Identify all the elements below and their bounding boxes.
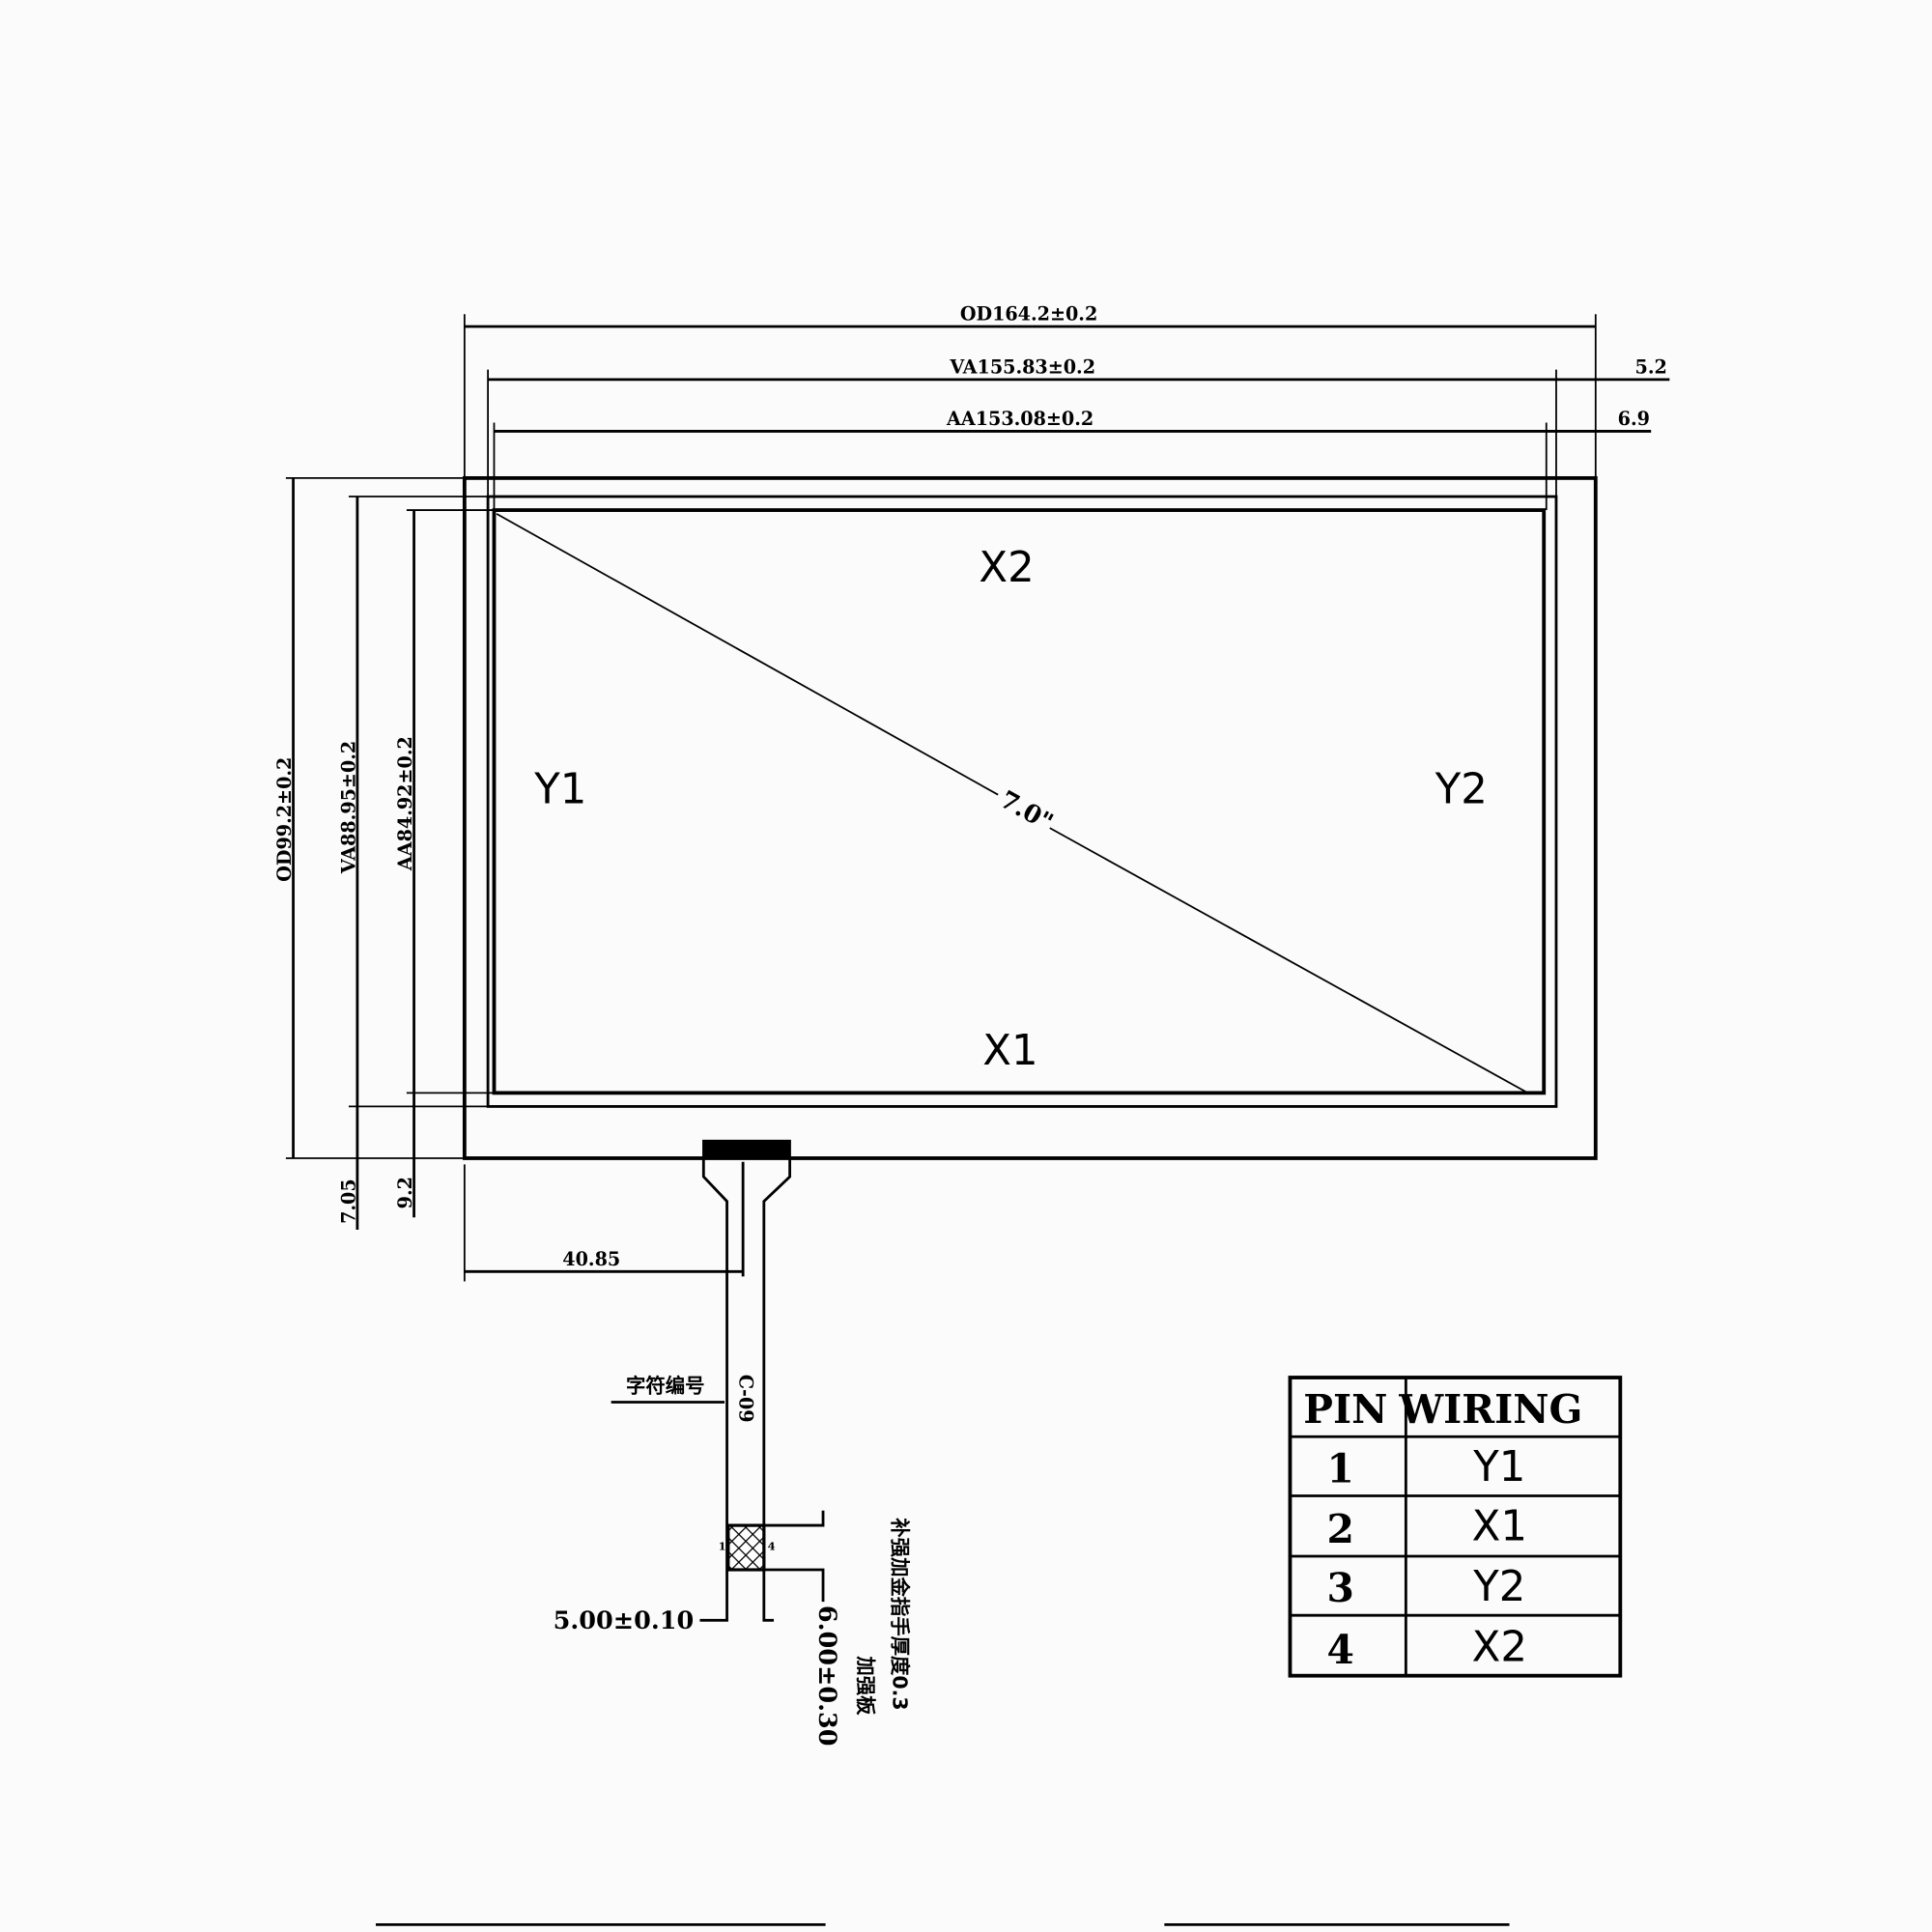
pin-wiring-table: PIN WIRING 1 Y1 2 X1 3 Y2 4 X2 (1288, 1376, 1623, 1678)
viewing-area-rect (486, 495, 1558, 1108)
finger-length-label: 6.00±0.30 (812, 1605, 841, 1747)
pin4-mark: 4 (768, 1540, 776, 1553)
stiffener-note: 补强加金指手厚度0.3 (889, 1517, 912, 1710)
y1-electrode-label: Y1 (533, 766, 586, 814)
bottom-aa-offset-label: 9.2 (394, 1177, 416, 1208)
top-dimensions: OD164.2±0.2 VA155.83±0.2 AA153.08±0.2 5.… (463, 303, 1670, 511)
gold-finger-hatch (726, 1523, 766, 1572)
table-row: 3 Y2 (1327, 1563, 1526, 1611)
va-width-label: VA155.83±0.2 (949, 355, 1095, 378)
bottom-va-offset-label: 7.05 (337, 1179, 359, 1224)
svg-text:X1: X1 (1472, 1502, 1527, 1550)
od-width-label: OD164.2±0.2 (960, 303, 1097, 326)
diagonal-line (496, 513, 999, 796)
stiffener-label: 加强板 (854, 1655, 877, 1716)
header-pin: PIN (1303, 1386, 1387, 1433)
svg-text:Y1: Y1 (1472, 1443, 1525, 1492)
svg-text:X2: X2 (1472, 1623, 1527, 1671)
left-dimensions: OD99.2±0.2 VA88.95±0.2 AA84.92±0.2 7.05 … (273, 477, 495, 1230)
tail-position-label: 40.85 (562, 1248, 620, 1270)
outer-dimension-rect (462, 475, 1598, 1160)
active-area-rect (492, 508, 1547, 1095)
tail-width-label: 5.00±0.10 (554, 1606, 695, 1635)
pin1-mark: 1 (719, 1540, 726, 1553)
fpc-connector (702, 1139, 791, 1157)
svg-text:2: 2 (1327, 1506, 1354, 1552)
char-code-label: 字符编号 (626, 1374, 705, 1397)
header-wiring: WIRING (1398, 1386, 1582, 1433)
diagonal-size-label: 7.0" (995, 785, 1058, 838)
diagonal-line (1049, 827, 1529, 1094)
y2-electrode-label: Y2 (1435, 766, 1488, 814)
aa-height-label: AA84.92±0.2 (394, 736, 416, 871)
svg-text:Y2: Y2 (1472, 1563, 1525, 1611)
aa-width-label: AA153.08±0.2 (946, 408, 1094, 430)
svg-text:1: 1 (1327, 1445, 1354, 1492)
svg-text:4: 4 (1327, 1627, 1354, 1673)
svg-text:3: 3 (1327, 1565, 1354, 1611)
table-row: 2 X1 (1327, 1502, 1527, 1552)
x2-electrode-label: X2 (979, 544, 1034, 592)
table-row: 1 Y1 (1327, 1443, 1526, 1492)
fpc-tail: 40.85 字符编号 C-09 1 4 5.00±0.10 6.00±0.30 … (463, 1139, 912, 1747)
right-va-offset-label: 5.2 (1635, 355, 1667, 378)
table-row: 4 X2 (1327, 1623, 1527, 1673)
x1-electrode-label: X1 (982, 1027, 1037, 1075)
panel-outlines (462, 475, 1598, 1160)
right-aa-offset-label: 6.9 (1618, 408, 1650, 430)
od-height-label: OD99.2±0.2 (273, 757, 296, 882)
va-height-label: VA88.95±0.2 (337, 741, 359, 874)
part-code-label: C-09 (734, 1375, 756, 1423)
